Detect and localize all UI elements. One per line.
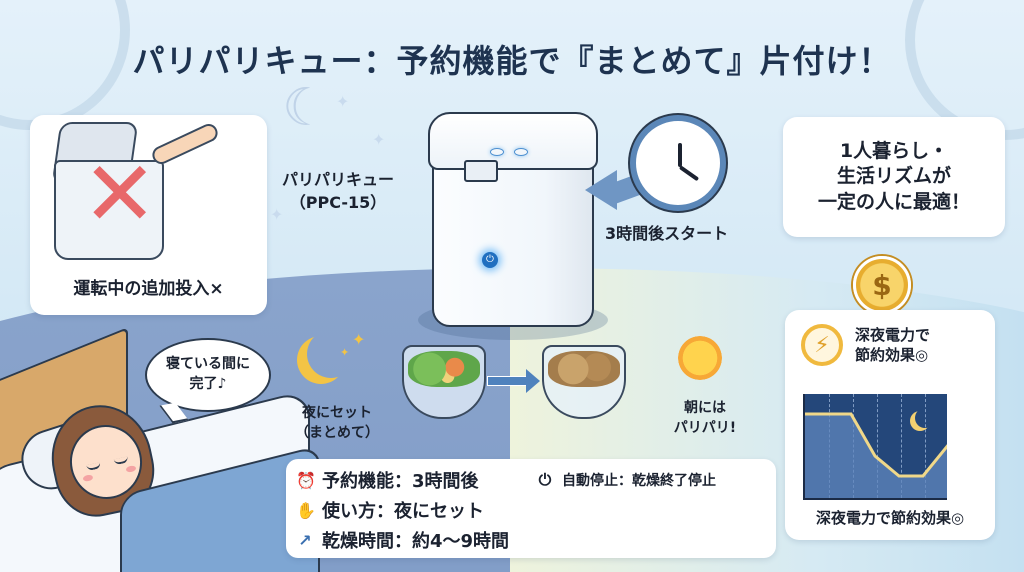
morning-label-line: 朝には xyxy=(684,400,726,416)
chart-gridline xyxy=(877,394,878,498)
lid-button-icon xyxy=(490,148,504,156)
spec-auto-stop: ⏻ 自動停止：乾燥終了停止 xyxy=(536,470,716,490)
spec-reservation: ⏰ 予約機能：3時間後 xyxy=(296,467,479,493)
sparkle-icon: ✦ xyxy=(372,130,386,149)
page-title: パリパリキュー：予約機能で『まとめて』片付け！ xyxy=(132,42,892,80)
speech-line: 完了♪ xyxy=(189,376,227,392)
warning-label: 運転中の追加投入× xyxy=(73,279,224,299)
spec-text: 使い方：夜にセット xyxy=(322,501,484,522)
sparkle-icon: ✦ xyxy=(336,92,350,111)
clock-minute-hand xyxy=(678,165,700,182)
dried-food xyxy=(548,351,620,387)
dollar-coin-icon: $ xyxy=(853,256,911,314)
lightning-bolt-icon: ⚡ xyxy=(801,324,843,366)
night-label-line: （まとめて） xyxy=(295,425,379,442)
spec-usage: ✋ 使い方：夜にセット xyxy=(296,497,484,523)
ideal-user-card: 1人暮らし・ 生活リズムが 一定の人に最適！ xyxy=(783,117,1005,237)
food-dryer-device-illustration: ⏻ xyxy=(428,112,598,327)
energy-heading: ⚡ 深夜電力で 節約効果◎ xyxy=(801,324,930,366)
spec-drying-time: ↗ 乾燥時間：約4〜9時間 xyxy=(296,527,509,553)
specs-card: ⏰ 予約機能：3時間後 ⏻ 自動停止：乾燥終了停止 ✋ 使い方：夜にセット ↗ … xyxy=(286,459,776,558)
timer-start-label: 3時間後スタート xyxy=(605,224,729,243)
moon-decoration-icon: ☾ xyxy=(282,78,329,138)
electricity-cost-chart xyxy=(803,394,947,500)
lid-button-icon xyxy=(514,148,528,156)
device-latch xyxy=(464,160,498,182)
process-arrow-icon xyxy=(487,369,540,393)
sun-icon xyxy=(666,314,722,388)
energy-footer: 深夜電力で節約効果◎ xyxy=(815,509,965,527)
power-button-icon: ⏻ xyxy=(482,252,498,268)
energy-heading-line: 深夜電力で xyxy=(855,325,931,344)
morning-crispy-label: 朝には パリパリ! xyxy=(660,398,750,439)
energy-saving-card: ⚡ 深夜電力で 節約効果◎ 深夜電力で節約効果◎ xyxy=(785,310,995,540)
star-icon: ✦ xyxy=(340,346,350,359)
spec-text: 乾燥時間：約4〜9時間 xyxy=(322,531,510,552)
ideal-line: 一定の人に最適！ xyxy=(817,190,970,213)
cheek xyxy=(82,474,94,483)
product-name: パリパリキュー xyxy=(282,170,395,189)
night-set-label: 夜にセット （まとめて） xyxy=(292,403,382,444)
night-label-line: 夜にセット xyxy=(302,405,372,421)
power-icon: ⏻ xyxy=(538,470,552,489)
chart-gridline xyxy=(925,394,926,498)
spec-text: 自動停止：乾燥終了停止 xyxy=(562,473,716,489)
dried-food-basket-illustration xyxy=(542,345,626,419)
speech-line: 寝ている間に xyxy=(166,356,250,373)
clock-icon xyxy=(630,115,726,211)
closed-eye xyxy=(113,456,129,466)
morning-label-line: パリパリ! xyxy=(673,420,737,437)
star-icon: ✦ xyxy=(352,330,366,349)
hand-icon: ✋ xyxy=(296,500,316,520)
prohibited-x-icon: ✕ xyxy=(82,142,158,247)
ideal-line: 生活リズムが xyxy=(836,165,951,188)
chart-line xyxy=(805,412,947,498)
device-illustration xyxy=(54,160,164,260)
chart-gridline xyxy=(901,394,902,498)
timer-arrow-head xyxy=(585,170,617,210)
trend-chart-icon: ↗ xyxy=(298,530,312,550)
sparkle-icon: ✦ xyxy=(270,205,284,224)
moon-icon xyxy=(915,408,935,428)
energy-heading-line: 節約効果◎ xyxy=(855,346,929,364)
fresh-food xyxy=(408,351,480,387)
speech-bubble: 寝ている間に 完了♪ xyxy=(145,338,271,412)
spec-text: 予約機能：3時間後 xyxy=(322,471,479,492)
product-model: （PPC-15） xyxy=(289,193,387,213)
closed-eye xyxy=(86,462,102,472)
ideal-line: 1人暮らし・ xyxy=(839,139,949,162)
fresh-food-basket-illustration xyxy=(402,345,486,419)
device-lid xyxy=(428,112,598,170)
product-label: パリパリキュー （PPC-15） xyxy=(282,168,394,214)
device-body: ⏻ xyxy=(432,152,594,327)
cheek xyxy=(125,464,137,473)
alarm-clock-icon: ⏰ xyxy=(296,470,316,490)
clock-hour-hand xyxy=(678,143,682,167)
